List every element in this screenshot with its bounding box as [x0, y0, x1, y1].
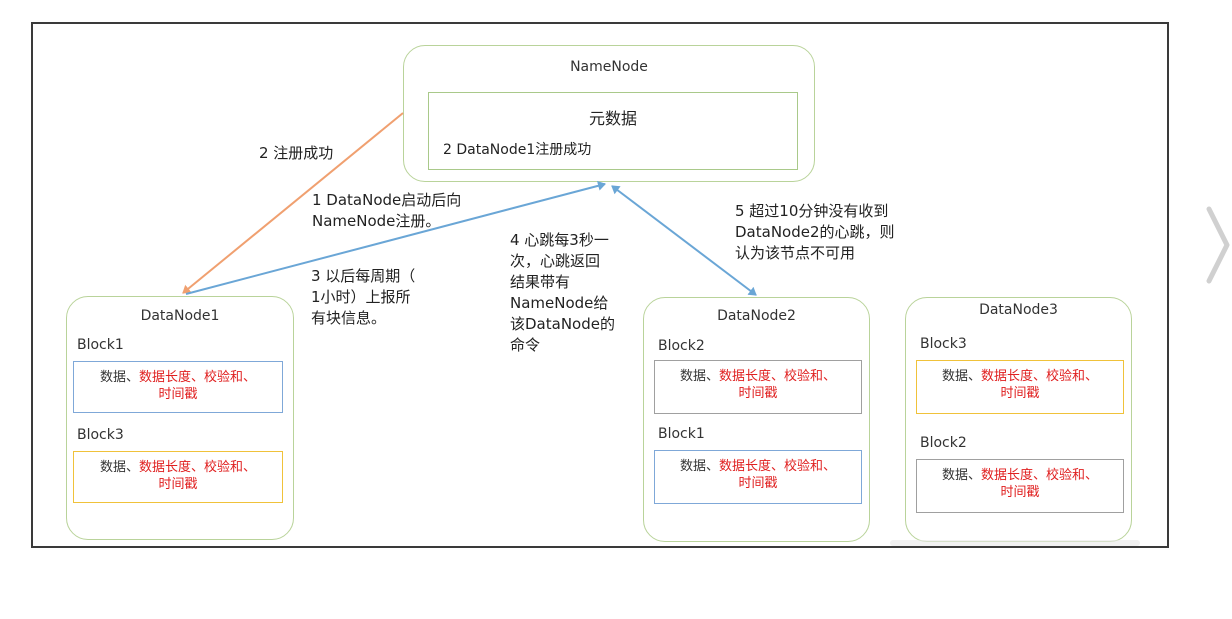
datanode1-box: DataNode1 Block1 数据、数据长度、校验和、时间戳 Block3 … [66, 296, 294, 540]
block-box: 数据、数据长度、校验和、时间戳 [916, 360, 1124, 414]
register-success-arrow [182, 112, 404, 294]
datanode2-title: DataNode2 [717, 308, 796, 324]
block-box: 数据、数据长度、校验和、时间戳 [73, 361, 283, 413]
chevron-right-icon[interactable] [1205, 205, 1231, 285]
watermark-strip [890, 540, 1140, 546]
block-label: Block1 [77, 337, 124, 353]
block-label: Block3 [920, 336, 967, 352]
block-label: Block2 [658, 338, 705, 354]
datanode3-box: DataNode3 Block3 数据、数据长度、校验和、时间戳 Block2 … [905, 297, 1132, 542]
block-label: Block3 [77, 427, 124, 443]
datanode1-title: DataNode1 [140, 308, 220, 324]
annotation-register-success: 2 注册成功 [259, 144, 334, 162]
datanode3-title: DataNode3 [979, 302, 1058, 318]
register-arrow [185, 180, 606, 295]
block-box: 数据、数据长度、校验和、时间戳 [654, 450, 862, 504]
namenode-box: NameNode 元数据 2 DataNode1注册成功 [403, 45, 815, 182]
annotation-step4: 4 心跳每3秒一次，心跳返回结果带有 NameNode给该DataNode的命令 [510, 231, 615, 354]
namenode-title: NameNode [570, 59, 648, 75]
metadata-title: 元数据 [588, 109, 637, 128]
heartbeat-arrow [611, 185, 757, 296]
block-box: 数据、数据长度、校验和、时间戳 [916, 459, 1124, 513]
block-box: 数据、数据长度、校验和、时间戳 [73, 451, 283, 503]
metadata-box: 元数据 2 DataNode1注册成功 [428, 92, 798, 170]
annotation-step3: 3 以后每周期（1小时）上报所有块信息。 [311, 267, 416, 327]
datanode2-box: DataNode2 Block2 数据、数据长度、校验和、时间戳 Block1 … [643, 297, 870, 542]
block-label: Block1 [658, 426, 705, 442]
block-box: 数据、数据长度、校验和、时间戳 [654, 360, 862, 414]
metadata-entry: 2 DataNode1注册成功 [443, 142, 592, 158]
block-label: Block2 [920, 435, 967, 451]
